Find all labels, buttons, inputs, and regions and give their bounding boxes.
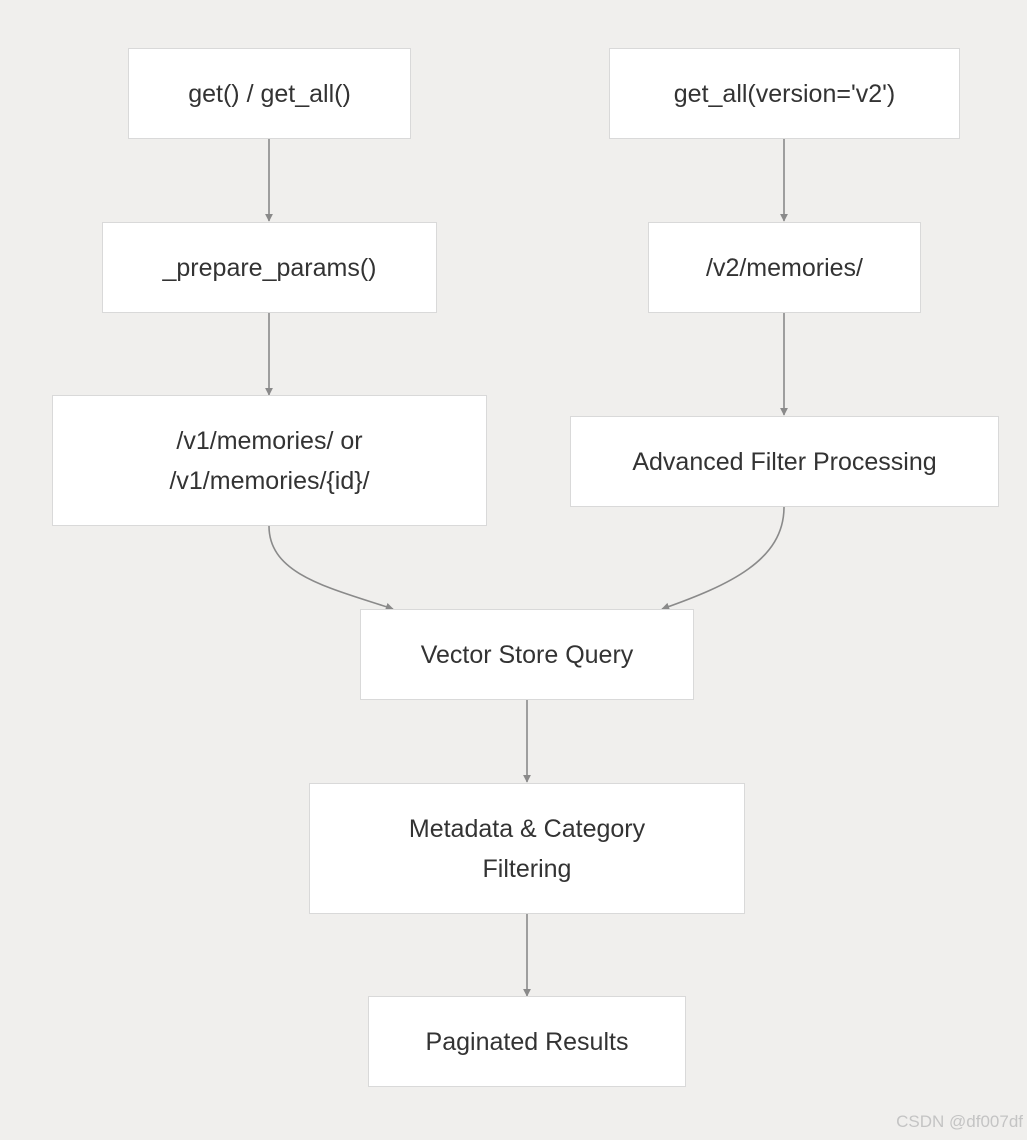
- node-vector-query: Vector Store Query: [360, 609, 694, 700]
- node-get-entry: get() / get_all(): [128, 48, 411, 139]
- node-advanced-filter-label: Advanced Filter Processing: [632, 447, 937, 476]
- node-v1-endpoint-line-2: /v1/memories/{id}/: [169, 466, 370, 495]
- node-metadata-filter-line-1: Metadata & Category: [408, 814, 646, 843]
- node-get-all-v2: get_all(version='v2'): [609, 48, 960, 139]
- node-vector-query-label: Vector Store Query: [420, 640, 634, 669]
- node-v1-endpoint-line-1: /v1/memories/ or: [176, 426, 363, 455]
- node-advanced-filter: Advanced Filter Processing: [570, 416, 999, 507]
- node-prepare-params: _prepare_params(): [102, 222, 437, 313]
- node-metadata-filter-line-2: Filtering: [482, 854, 572, 883]
- node-paginated-label: Paginated Results: [425, 1027, 629, 1056]
- node-v1-endpoint: /v1/memories/ or /v1/memories/{id}/: [52, 395, 487, 526]
- node-prepare-params-label: _prepare_params(): [162, 253, 377, 282]
- node-get-all-v2-label: get_all(version='v2'): [673, 79, 896, 108]
- edge-filter-to-vector: [661, 506, 785, 611]
- watermark: CSDN @df007df: [896, 1112, 1023, 1131]
- node-v2-endpoint: /v2/memories/: [648, 222, 921, 313]
- edge-v1-to-vector: [268, 525, 394, 611]
- node-get-entry-label: get() / get_all(): [188, 79, 351, 108]
- node-paginated: Paginated Results: [368, 996, 686, 1087]
- node-metadata-filter: Metadata & Category Filtering: [309, 783, 745, 914]
- node-v2-endpoint-label: /v2/memories/: [706, 253, 863, 282]
